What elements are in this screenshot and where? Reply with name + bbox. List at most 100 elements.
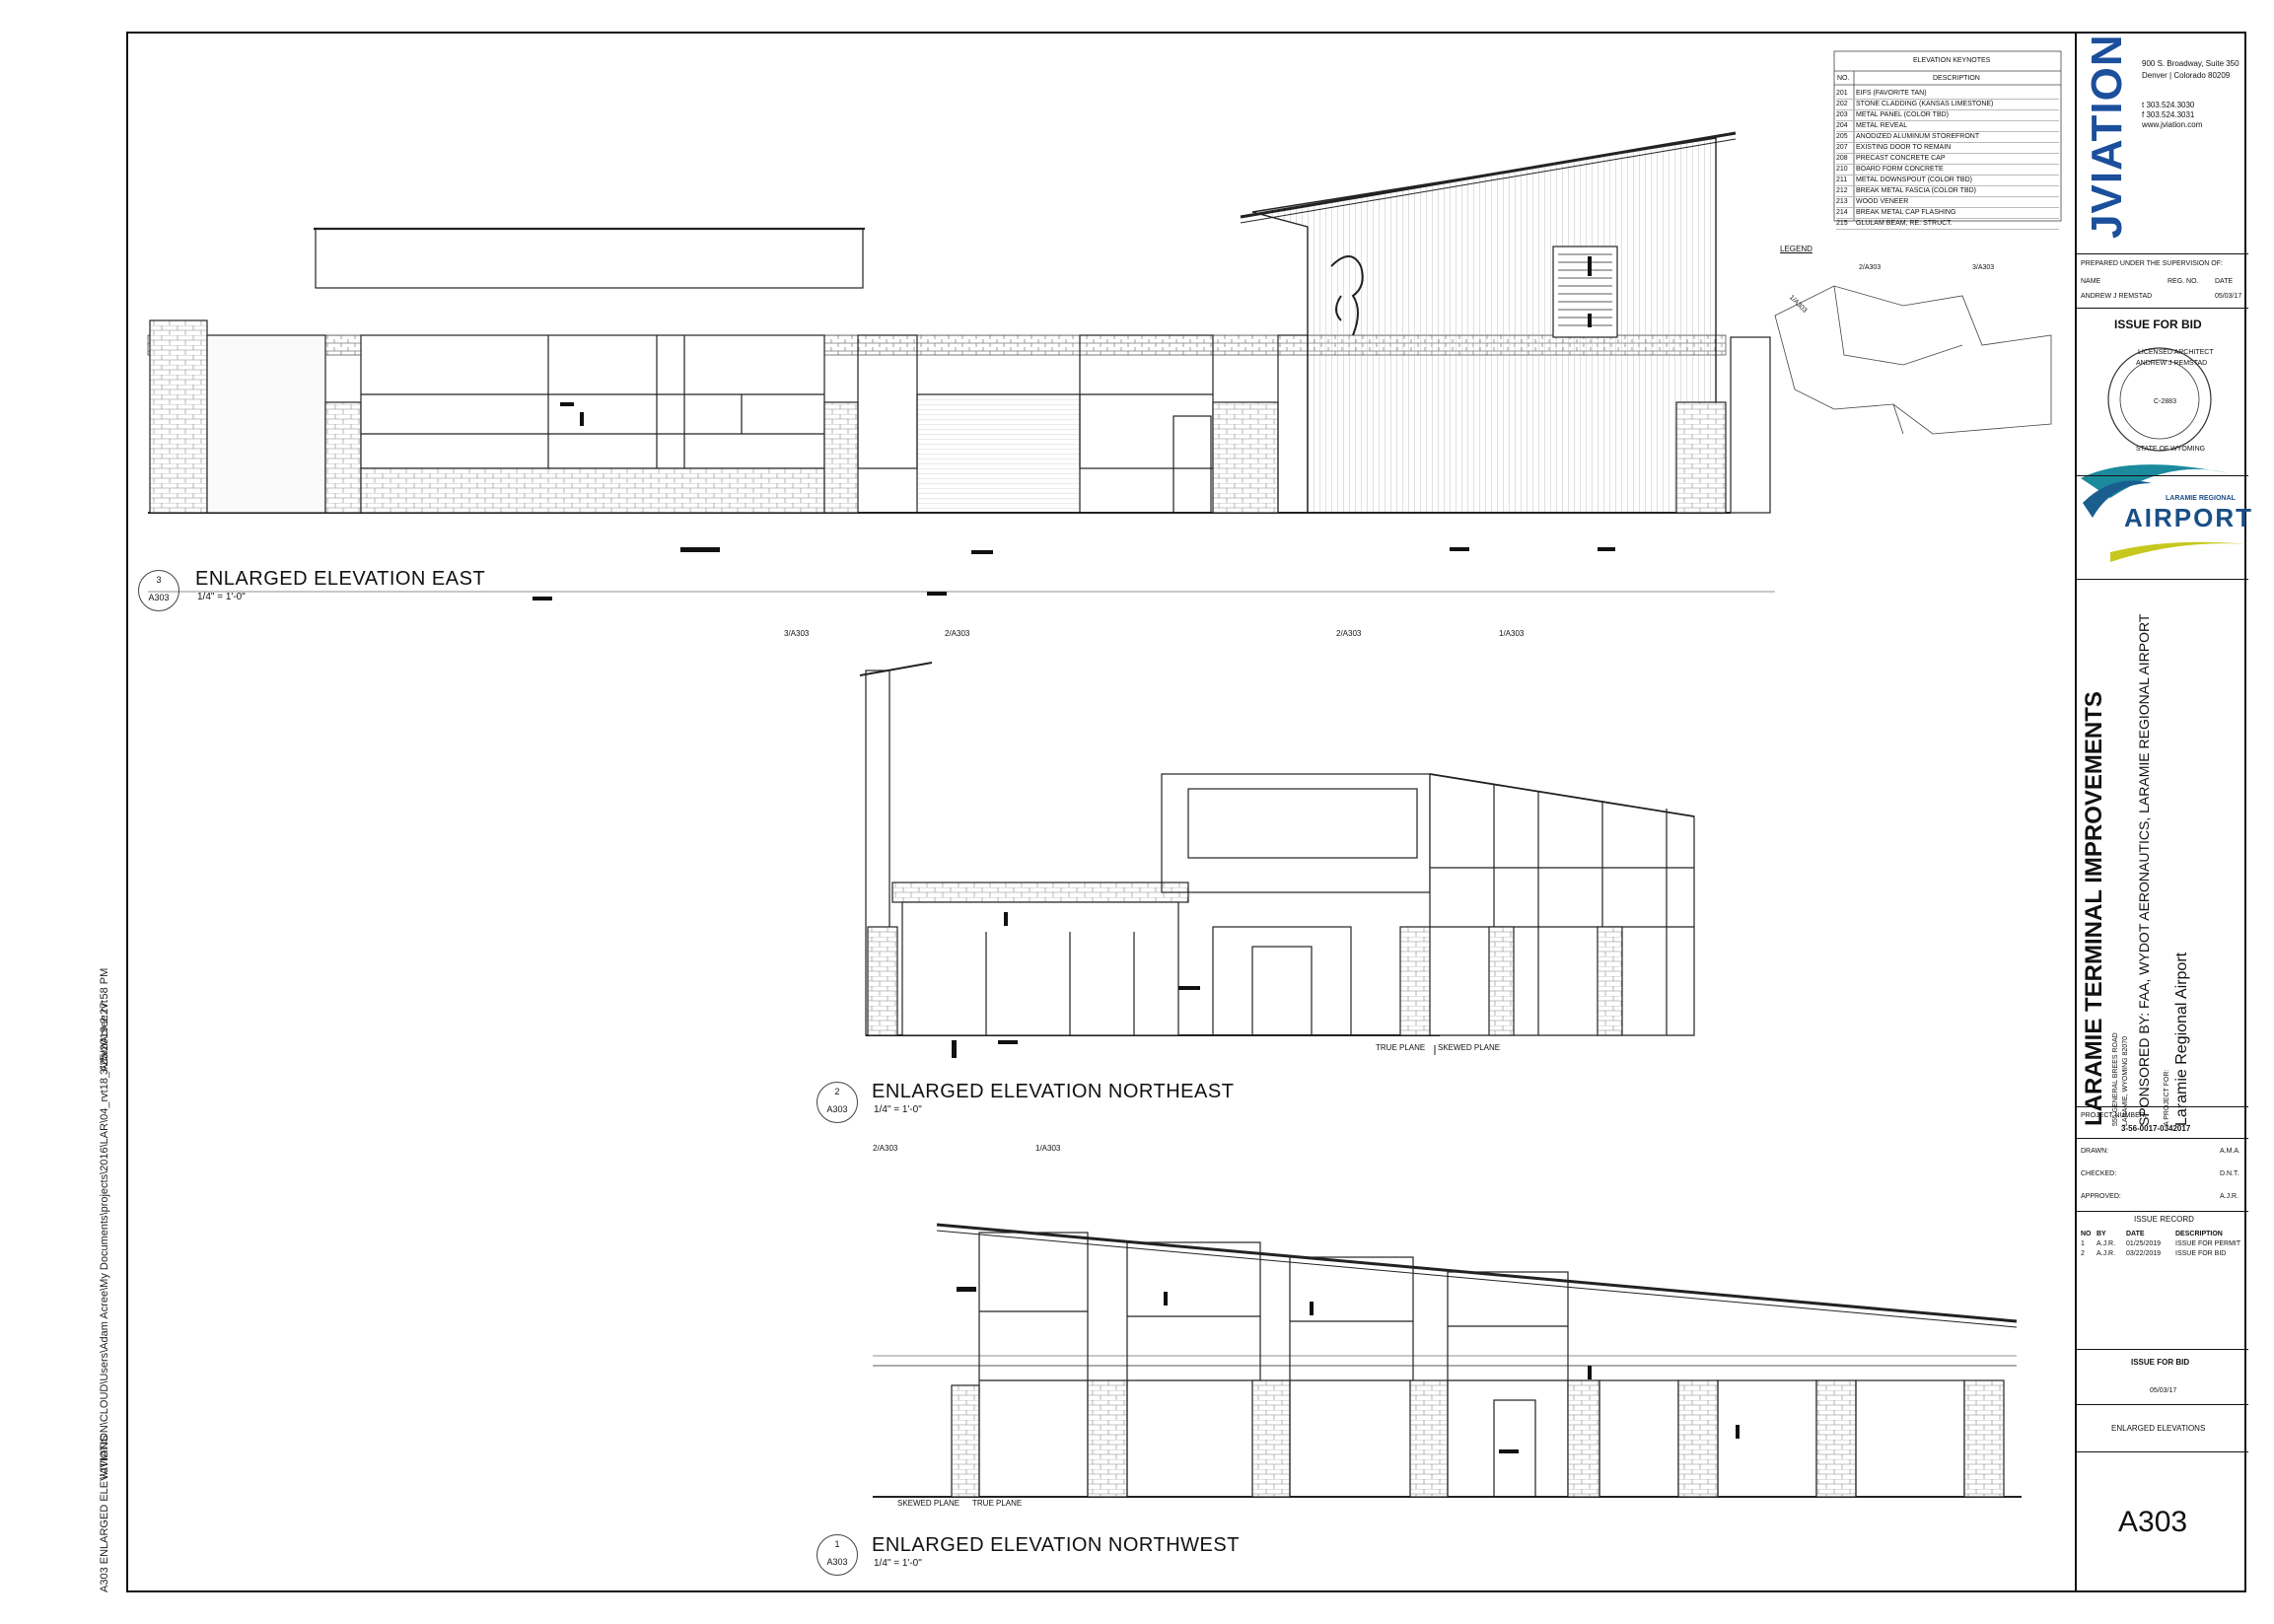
cut-ref: 2/A303 xyxy=(945,629,970,638)
supervision-label: PREPARED UNDER THE SUPERVISION OF: xyxy=(2081,260,2223,267)
phone: t 303.524.3030 xyxy=(2142,101,2195,109)
keynote-number: 201 xyxy=(1836,90,1848,97)
issue-cell: DATE xyxy=(2126,1231,2145,1237)
status-date: 05/03/17 xyxy=(2150,1387,2177,1394)
cut-ref: 1/A303 xyxy=(1499,629,1525,638)
issue-cell: DESCRIPTION xyxy=(2175,1231,2223,1237)
titleblock: JVIATION 900 S. Broadway, Suite 350 Denv… xyxy=(2075,32,2251,1592)
airport-logo-small: LARAMIE REGIONAL xyxy=(2166,495,2236,502)
project-for-label: A PROJECT FOR: xyxy=(2164,1069,2170,1126)
cut-ref: 2/A303 xyxy=(873,1144,898,1153)
seal-number: C-2883 xyxy=(2154,398,2176,405)
keynote-description: EIFS (FAVORITE TAN) xyxy=(1856,90,1927,97)
keynote-description: WOOD VENEER xyxy=(1856,198,1909,205)
keynote-number: 211 xyxy=(1836,177,1848,183)
drawn-label: DRAWN: xyxy=(2081,1148,2109,1155)
legend-ref: 2/A303 xyxy=(1859,264,1882,271)
issue-cell: 2 xyxy=(2081,1250,2085,1257)
col-name: NAME xyxy=(2081,278,2101,285)
airport-logo-big: AIRPORT xyxy=(2124,503,2253,532)
jviation-logo: JVIATION xyxy=(2083,34,2131,239)
keynote-row: 212 BREAK METAL FASCIA (COLOR TBD) xyxy=(1836,186,2059,197)
keynote-number: 214 xyxy=(1836,209,1848,216)
northeast-elevation xyxy=(859,662,1695,1055)
keynote-description: METAL PANEL (COLOR TBD) xyxy=(1856,111,1949,118)
keynote-title: ELEVATION KEYNOTES xyxy=(1913,57,1991,64)
col-reg: REG. NO. xyxy=(2167,278,2199,285)
keynote-description: METAL REVEAL xyxy=(1856,122,1908,129)
issue-cell: 01/25/2019 xyxy=(2126,1240,2162,1247)
keynote-number: 213 xyxy=(1836,198,1848,205)
east-elevation xyxy=(147,131,1775,593)
east-view-title: ENLARGED ELEVATION EAST xyxy=(195,568,486,590)
seal-bottom: STATE OF WYOMING xyxy=(2136,446,2206,453)
project-title: LARAMIE TERMINAL IMPROVEMENTS xyxy=(2081,691,2107,1126)
issue-stamp: ISSUE FOR BID xyxy=(2114,318,2202,331)
keynote-number: 207 xyxy=(1836,144,1848,151)
legend-ref: 3/A303 xyxy=(1972,264,1995,271)
col-date: DATE xyxy=(2215,278,2234,285)
keynote-description: BREAK METAL CAP FLASHING xyxy=(1856,209,1956,216)
keynote-number: 203 xyxy=(1836,111,1848,118)
seal-top: LICENSED ARCHITECT xyxy=(2138,349,2214,356)
sheet-number: A303 xyxy=(2118,1506,2188,1538)
checked-label: CHECKED: xyxy=(2081,1170,2117,1177)
keynote-number: 204 xyxy=(1836,122,1848,129)
cut-ref: 2/A303 xyxy=(1336,629,1362,638)
keynote-number: 208 xyxy=(1836,155,1848,162)
supervisor-name: ANDREW J REMSTAD xyxy=(2081,293,2153,300)
northwest-view-title: ENLARGED ELEVATION NORTHWEST xyxy=(872,1534,1240,1556)
issue-row: 1 A.J.R. 01/25/2019 ISSUE FOR PERMIT xyxy=(2081,1239,2244,1249)
fax: f 303.524.3031 xyxy=(2142,110,2195,119)
skewed-plane-label: SKEWED PLANE xyxy=(1438,1043,1501,1052)
drawing-sheet-border xyxy=(126,32,2246,1592)
keynote-number: 202 xyxy=(1836,101,1848,107)
skewed-plane-label: SKEWED PLANE xyxy=(897,1499,960,1508)
keynote-row: 204 METAL REVEAL xyxy=(1836,121,2059,132)
keynote-description: EXISTING DOOR TO REMAIN xyxy=(1856,144,1952,151)
keynote-col-desc: DESCRIPTION xyxy=(1933,75,1980,82)
issue-cell: 1 xyxy=(2081,1240,2085,1247)
keynote-number: 210 xyxy=(1836,166,1848,173)
keynote-table xyxy=(1833,50,2062,222)
airport-logo xyxy=(2081,464,2248,562)
issue-cell: ISSUE FOR PERMIT xyxy=(2175,1240,2241,1247)
keynote-description: STONE CLADDING (KANSAS LIMESTONE) xyxy=(1856,101,1994,107)
northeast-view-scale: 1/4" = 1'-0" xyxy=(874,1104,922,1115)
east-view-scale: 1/4" = 1'-0" xyxy=(197,592,246,602)
status: ISSUE FOR BID xyxy=(2131,1358,2190,1367)
legend-title: LEGEND xyxy=(1780,245,1812,253)
project-number-label: PROJECT NUMBER: xyxy=(2081,1112,2147,1119)
keynote-row: 201 EIFS (FAVORITE TAN) xyxy=(1836,89,2059,100)
issue-record-title: ISSUE RECORD xyxy=(2134,1215,2194,1224)
checked-value: D.N.T. xyxy=(2220,1170,2239,1177)
seal-name: ANDREW J REMSTAD xyxy=(2136,360,2208,367)
keynote-description: BREAK METAL FASCIA (COLOR TBD) xyxy=(1856,187,1977,194)
keynote-row: 213 WOOD VENEER xyxy=(1836,197,2059,208)
keynote-description: GLULAM BEAM, RE: STRUCT. xyxy=(1856,220,1953,227)
project-for: Laramie Regional Airport xyxy=(2173,952,2190,1126)
issue-cell: A.J.R. xyxy=(2096,1240,2116,1247)
keynote-row: 202 STONE CLADDING (KANSAS LIMESTONE) xyxy=(1836,100,2059,110)
issue-cell: ISSUE FOR BID xyxy=(2175,1250,2227,1257)
keynote-row: 203 METAL PANEL (COLOR TBD) xyxy=(1836,110,2059,121)
project-number: 3-56-0017-0342017 xyxy=(2121,1124,2191,1133)
keynote-description: ANODIZED ALUMINUM STOREFRONT xyxy=(1856,133,1980,140)
website: www.jviation.com xyxy=(2142,120,2203,129)
keynote-description: PRECAST CONCRETE CAP xyxy=(1856,155,1946,162)
keynote-number: 212 xyxy=(1836,187,1848,194)
cut-ref: 1/A303 xyxy=(1035,1144,1061,1153)
issue-cell: BY xyxy=(2096,1231,2106,1237)
keynote-row: 207 EXISTING DOOR TO REMAIN xyxy=(1836,143,2059,154)
address-line: Denver | Colorado 80209 xyxy=(2142,71,2231,80)
cut-ref: 3/A303 xyxy=(784,629,810,638)
